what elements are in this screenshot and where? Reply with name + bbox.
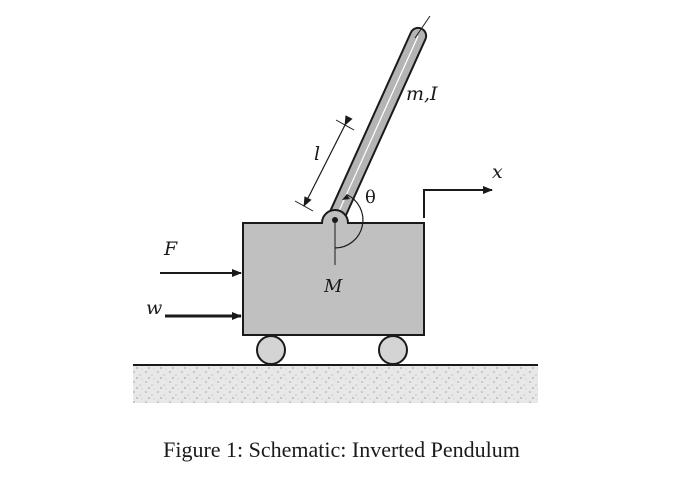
label-force: F [163, 238, 178, 260]
left-wheel [256, 335, 286, 365]
ground [133, 365, 538, 403]
length-dimension [294, 115, 355, 212]
label-x-axis: x [492, 161, 503, 183]
label-length: l [314, 143, 320, 165]
angle-arc [334, 193, 364, 249]
label-angle: θ [365, 187, 376, 208]
label-cart-mass: M [323, 276, 343, 297]
label-mass-inertia: m,I [406, 83, 438, 105]
x-axis-marker [423, 186, 493, 218]
right-wheel [378, 335, 408, 365]
rod-extension-line [414, 15, 431, 39]
cart-body [242, 209, 425, 336]
label-disturbance: w [146, 297, 162, 319]
figure-caption: Figure 1: Schematic: Inverted Pendulum [163, 437, 520, 462]
